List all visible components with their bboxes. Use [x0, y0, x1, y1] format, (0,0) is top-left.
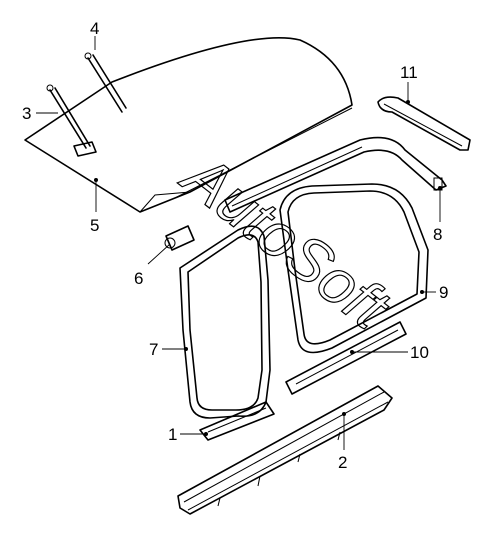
callout-4: 4 — [90, 19, 99, 38]
roof-panel — [24, 37, 353, 213]
callout-2: 2 — [338, 453, 347, 472]
rear-door-weatherstrip — [279, 183, 429, 354]
rear-scuff-plate — [285, 321, 407, 395]
rear-molding — [377, 96, 471, 151]
callout-5: 5 — [90, 216, 99, 235]
roof-support-bar-upper — [84, 52, 127, 113]
callout-10: 10 — [410, 343, 429, 362]
roof-support-bar-lower — [46, 84, 97, 157]
callout-6: 6 — [134, 269, 143, 288]
front-door-weatherstrip — [179, 225, 271, 419]
watermark: AutoSoft — [168, 139, 403, 344]
clip — [164, 225, 195, 251]
callout-8: 8 — [433, 225, 442, 244]
leader-lines — [36, 36, 442, 450]
callout-9: 9 — [439, 283, 448, 302]
callout-7: 7 — [149, 340, 158, 359]
callout-3: 3 — [22, 104, 31, 123]
front-scuff-plate — [199, 401, 275, 441]
callout-1: 1 — [168, 425, 177, 444]
callout-11: 11 — [400, 63, 418, 82]
side-sill-molding — [177, 385, 393, 515]
